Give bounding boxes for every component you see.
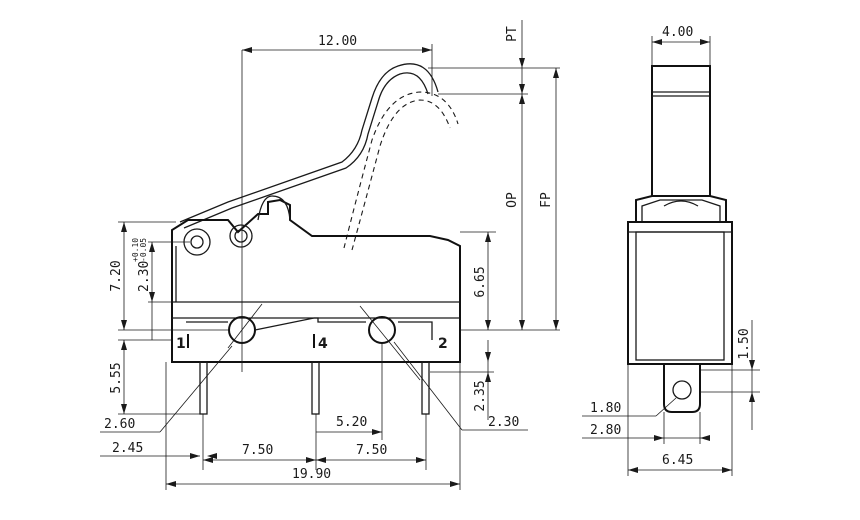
dim-terminal-length: 5.55 xyxy=(109,362,124,393)
dim-side-terminal-hole: 1.80 xyxy=(590,401,621,416)
terminal-1-label: 1 xyxy=(176,336,186,352)
dim-body-height: 6.65 xyxy=(473,266,488,297)
plunger xyxy=(257,195,291,221)
dim-pivot-tol-lower: -0.05 xyxy=(139,238,148,262)
dim-fp: FP xyxy=(539,192,554,208)
dim-height-total: 7.20 xyxy=(109,260,124,291)
dim-pt: PT xyxy=(505,26,520,42)
dim-left-offset: 2.45 xyxy=(112,441,143,456)
side-view: 4.00 1.50 1.80 2.80 6.45 xyxy=(582,25,760,476)
lever-operated-position xyxy=(343,91,459,249)
dim-terminal-offset: 2.35 xyxy=(473,380,488,411)
side-actuator xyxy=(651,65,711,197)
dim-side-body-width: 6.45 xyxy=(662,453,693,468)
dim-side-terminal-height: 1.50 xyxy=(737,328,752,359)
terminal-4-label: 4 xyxy=(318,336,328,352)
dim-lever-offset: 12.00 xyxy=(318,34,357,49)
dim-hole-right: 2.30 xyxy=(488,415,519,430)
side-terminal xyxy=(663,364,701,413)
dim-op: OP xyxy=(505,192,520,208)
actuator-lever xyxy=(179,63,439,223)
dim-pitch-left: 7.50 xyxy=(242,443,273,458)
plunger-roller xyxy=(229,224,253,248)
terminal-pin-2 xyxy=(421,361,430,415)
terminal-pin-4 xyxy=(311,361,320,415)
terminal-pin-1 xyxy=(199,361,208,415)
dim-pivot-tol-upper: +0.10 xyxy=(131,238,140,262)
dim-center-offset: 5.20 xyxy=(336,415,367,430)
contact-spring xyxy=(186,317,433,340)
dim-overall-length: 19.90 xyxy=(292,467,331,482)
front-view: 1 4 2 12.00 PT OP FP xyxy=(100,20,560,490)
switch-body xyxy=(171,198,461,363)
dim-side-width: 4.00 xyxy=(662,25,693,40)
dim-pitch-right: 7.50 xyxy=(356,443,387,458)
side-terminal-hole xyxy=(672,380,692,400)
terminal-2-label: 2 xyxy=(438,336,448,352)
dim-side-terminal-width: 2.80 xyxy=(590,423,621,438)
mounting-hole-right xyxy=(368,316,396,344)
side-body xyxy=(627,221,733,365)
dim-hole-left: 2.60 xyxy=(104,417,135,432)
dim-pivot-height: 2.30 xyxy=(137,261,152,292)
